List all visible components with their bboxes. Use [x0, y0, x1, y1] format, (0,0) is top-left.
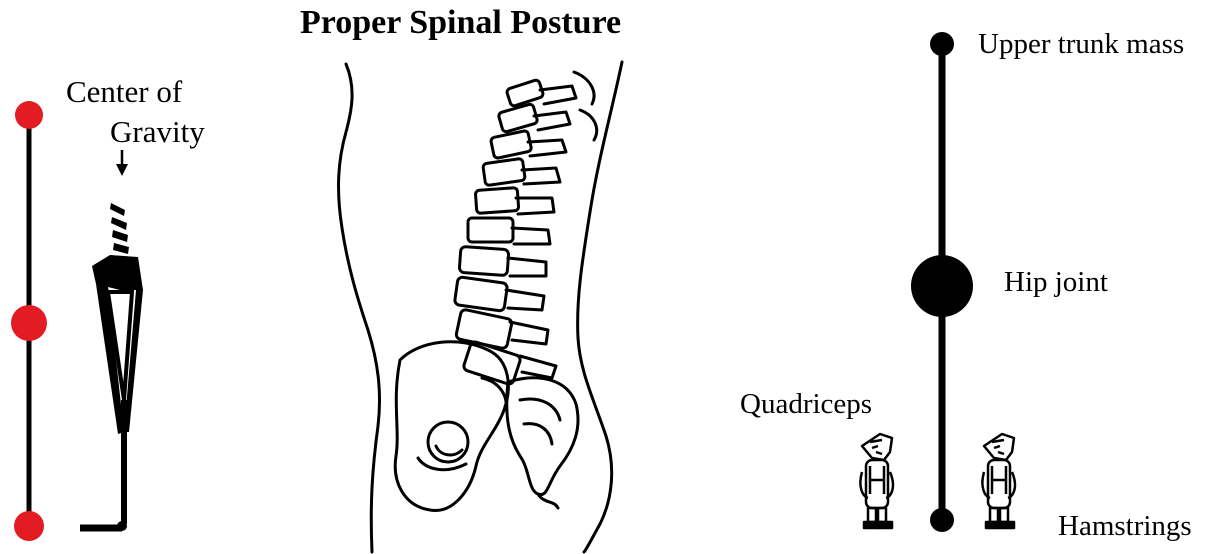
pelvis-outline — [395, 342, 508, 511]
body-back-outline — [578, 62, 622, 552]
coccyx — [538, 494, 558, 508]
upper-body-dashes — [110, 203, 129, 254]
right-balance-line — [911, 32, 973, 532]
quadriceps-figure — [860, 434, 893, 528]
sacrum — [507, 378, 578, 495]
left-bottom-dot — [14, 511, 44, 541]
body-front-outline — [339, 64, 380, 552]
left-middle-dot — [11, 305, 47, 341]
left-top-dot — [15, 101, 43, 129]
spine-illustration — [339, 62, 622, 552]
leg-figure — [80, 255, 143, 531]
hamstrings-figure — [982, 434, 1015, 528]
knee-dot — [930, 508, 954, 532]
center-of-gravity-arrow — [116, 150, 128, 176]
vertebrae — [454, 79, 544, 385]
hip-joint-dot — [911, 255, 973, 317]
upper-trunk-mass-dot — [930, 32, 954, 56]
spinous-processes — [506, 72, 597, 378]
left-balance-line — [11, 101, 47, 541]
